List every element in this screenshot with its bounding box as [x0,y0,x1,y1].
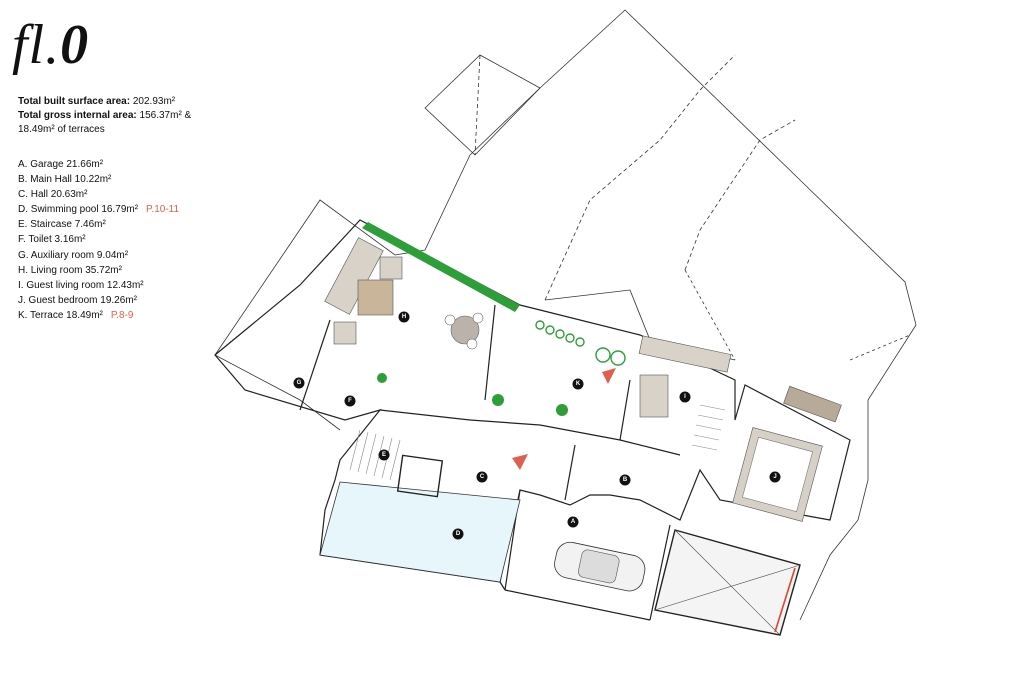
car-icon [554,541,646,592]
room-label-b: B [619,474,631,486]
outbuilding [654,529,801,636]
room-label-a: A [567,516,579,528]
room-letter: I [684,394,686,400]
legend-item-c: C. Hall 20.63m² [18,187,318,202]
legend-item-k: K. Terrace 18.49m² P.8-9 [18,308,318,323]
room-label-k: K [572,378,584,390]
room-letter: G [297,380,302,386]
north-arrow-icon [512,368,616,470]
guest-sofa-icon [638,335,732,418]
legend-item-f: F. Toilet 3.16m² [18,232,318,247]
room-letter: D [456,531,461,537]
terraces-area-value: 18.49m² of terraces [18,124,105,135]
room-letter: J [773,474,776,480]
building-walls [214,219,851,621]
room-letter: K [576,381,581,387]
legend-text: A. Garage 21.66m² [18,159,104,170]
legend-text: E. Staircase 7.46m² [18,219,106,231]
floor-title: fl.0 [12,14,89,76]
plant-icon [362,222,568,416]
sofa-icon [324,237,403,345]
gross-area-line: Total gross internal area: 156.37m² & [18,109,278,123]
planting-hedge [535,320,626,366]
built-area-label: Total built surface area: [18,96,131,107]
legend-item-g: G. Auxiliary room 9.04m² [18,248,318,263]
gross-area-label: Total gross internal area: [18,110,137,121]
room-letter: H [402,314,406,320]
legend-text: B. Main Hall 10.22m² [18,174,112,186]
legend-item-d: D. Swimming pool 16.79m² P.10-11 [18,202,318,217]
lift-shaft [396,454,444,498]
gross-area-value: 156.37m² & [139,110,192,121]
dining-table [444,312,484,350]
legend-item-a: A. Garage 21.66m² [18,157,318,172]
built-area-value: 202.93m² [132,96,176,107]
legend-text: G. Auxiliary room 9.04m² [18,249,129,261]
legend-text: C. Hall 20.63m² [18,189,88,201]
legend-item-e: E. Staircase 7.46m² [18,217,318,232]
room-letter: C [480,474,485,480]
staircase [349,404,726,481]
room-letter: E [382,452,386,458]
legend-item-h: H. Living room 35.72m² [18,263,318,278]
page-reference-link[interactable]: P.8-9 [110,309,134,321]
legend-item-b: B. Main Hall 10.22m² [18,172,318,187]
site-outline [214,9,917,621]
built-area-line: Total built surface area: 202.93m² [18,95,278,109]
legend-text: F. Toilet 3.16m² [18,234,86,246]
room-label-i: I [679,391,691,403]
room-letter: F [348,398,352,404]
legend-text: H. Living room 35.72m² [18,264,122,276]
legend-text: J. Guest bedroom 19.26m² [18,294,137,306]
swimming-pool [319,481,521,583]
page-reference-link[interactable]: P.10-11 [146,204,180,216]
room-legend: A. Garage 21.66m² B. Main Hall 10.22m² C… [18,157,318,323]
legend-text: I. Guest living room 12.43m² [18,279,144,291]
room-label-d: D [452,528,464,540]
legend-text: D. Swimming pool 16.79m² [18,204,139,216]
legend-text: K. Terrace 18.49m² [18,309,103,321]
room-label-c: C [476,471,488,483]
area-summary: Total built surface area: 202.93m² Total… [18,95,278,137]
room-label-e: E [378,449,390,461]
floor-title-prefix: fl. [12,14,61,76]
legend-item-i: I. Guest living room 12.43m² [18,278,318,293]
desk [783,385,842,423]
room-label-j: J [769,471,781,483]
floor-title-number: 0 [60,14,90,76]
legend-item-j: J. Guest bedroom 19.26m² [18,293,318,308]
room-letter: A [571,519,576,525]
room-letter: B [623,477,628,483]
room-label-h: H [398,311,410,323]
room-label-g: G [293,377,305,389]
room-label-f: F [344,395,356,407]
